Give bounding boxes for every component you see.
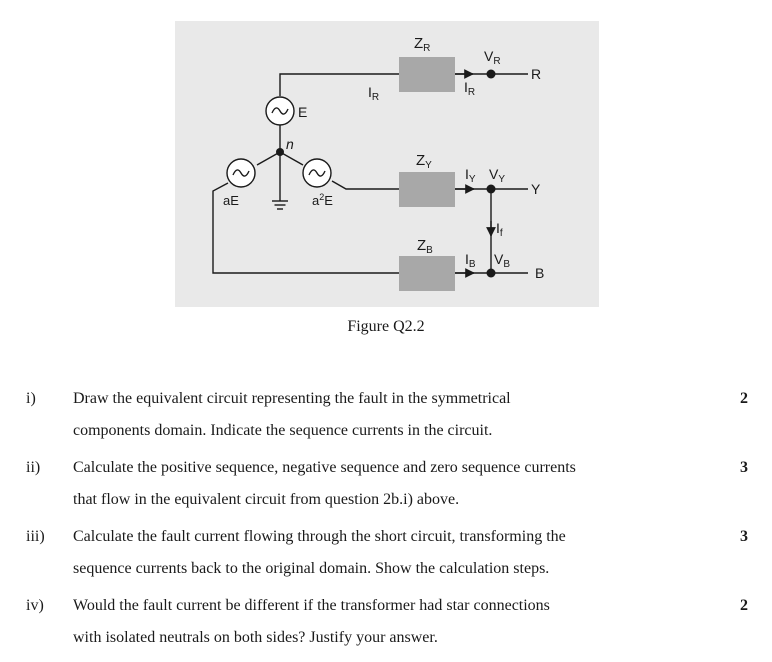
label-a2e: a2E	[312, 192, 333, 208]
label-if: If	[496, 220, 503, 239]
impedance-zy	[399, 172, 455, 207]
label-y: Y	[531, 181, 541, 197]
question-number: ii)	[26, 459, 41, 476]
circuit-figure: ZR VR R IR IR E n aE a2E ZY IY VY Y If Z…	[175, 21, 599, 307]
figure-caption: Figure Q2.2	[347, 318, 425, 335]
wire-b-source	[212, 182, 399, 274]
question-number: iii)	[26, 528, 45, 545]
question-number: iv)	[26, 597, 44, 614]
impedance-zb	[399, 256, 455, 291]
neutral-node	[276, 148, 284, 156]
label-zb: ZB	[417, 237, 433, 256]
node-vy	[486, 184, 496, 194]
label-ir-left: IR	[368, 84, 379, 103]
label-vb: VB	[494, 251, 510, 270]
label-b: B	[535, 265, 544, 281]
question-marks: 3	[740, 459, 748, 476]
source-e-wave	[271, 107, 289, 115]
question-marks: 3	[740, 528, 748, 545]
source-ae-wave	[232, 169, 250, 177]
label-ae: aE	[223, 193, 239, 208]
label-iy: IY	[465, 166, 476, 185]
question-marks: 2	[740, 390, 748, 407]
label-vy: VY	[489, 166, 505, 185]
question-marks: 2	[740, 597, 748, 614]
impedance-zr	[399, 57, 455, 92]
node-vr	[486, 69, 496, 79]
wire-r-source	[279, 73, 399, 96]
label-e: E	[298, 104, 307, 120]
label-r: R	[531, 66, 541, 82]
circuit-diagram: ZR VR R IR IR E n aE a2E ZY IY VY Y If Z…	[175, 21, 599, 307]
question-text: Draw the equivalent circuit representing…	[73, 390, 511, 439]
label-zy: ZY	[416, 152, 432, 171]
wire-a2e-neutral	[279, 151, 304, 166]
wire-ae-neutral	[256, 151, 281, 166]
label-ib: IB	[465, 251, 476, 270]
label-n: n	[286, 136, 294, 152]
label-vr: VR	[484, 48, 501, 67]
question-text: Would the fault current be different if …	[73, 597, 550, 646]
label-ir-right: IR	[464, 79, 475, 98]
wire-y-source	[331, 180, 399, 190]
question-text: Calculate the positive sequence, negativ…	[73, 459, 576, 508]
question-text: Calculate the fault current flowing thro…	[73, 528, 566, 577]
question-number: i)	[26, 390, 36, 407]
label-zr: ZR	[414, 35, 430, 54]
node-vb	[486, 268, 496, 278]
source-a2e-wave	[308, 169, 326, 177]
